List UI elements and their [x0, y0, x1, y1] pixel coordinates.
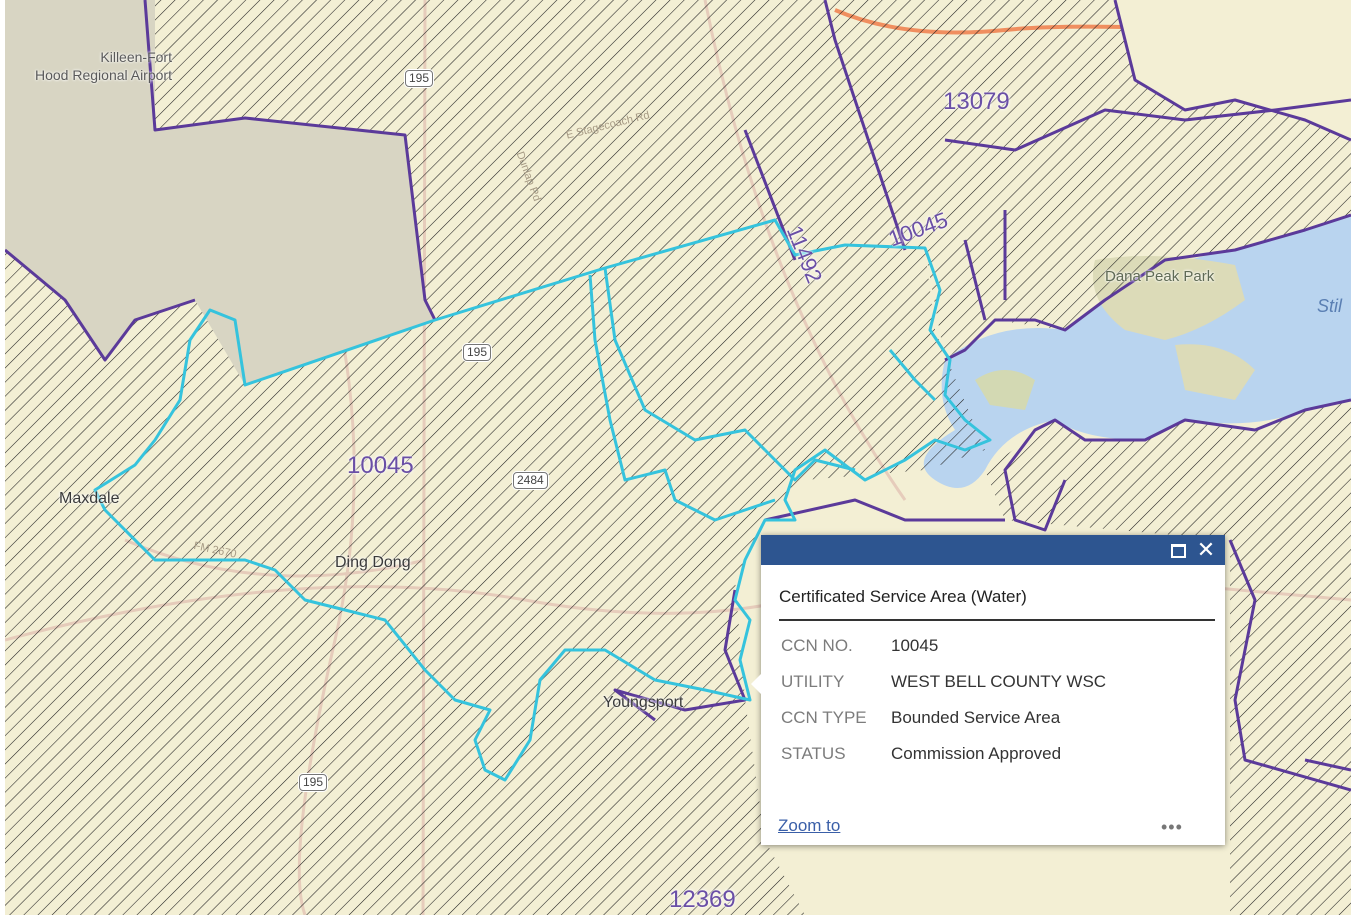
map-canvas[interactable]: [5, 0, 1351, 915]
highway-shield: 195: [299, 774, 328, 791]
feature-popup: ✕ Certificated Service Area (Water) CCN …: [751, 535, 1225, 845]
popup-title: Certificated Service Area (Water): [779, 587, 1215, 621]
popup-pointer: [751, 674, 761, 694]
hatch-overlay-west: [5, 220, 985, 780]
hatch-overlay-south: [5, 470, 805, 915]
park-area-3: [975, 370, 1035, 410]
field-value: WEST BELL COUNTY WSC: [891, 672, 1107, 691]
zoom-to-link[interactable]: Zoom to: [778, 816, 841, 835]
table-row: CCN TYPE Bounded Service Area: [775, 700, 1112, 736]
hatch-overlay-east: [985, 400, 1351, 915]
field-label: STATUS: [781, 744, 846, 763]
highway-shield: 195: [405, 70, 434, 87]
highway-shield: 2484: [513, 472, 548, 489]
hatch-overlay-north: [155, 0, 1351, 360]
ccn-label-10045-west: 10045: [347, 452, 414, 479]
field-label: CCN TYPE: [781, 708, 867, 727]
highway-shield: 195: [463, 344, 492, 361]
place-label-youngsport: Youngsport: [603, 694, 684, 711]
field-label: UTILITY: [781, 672, 845, 691]
park-area-2: [1175, 344, 1255, 400]
lake-water: [923, 215, 1351, 488]
field-label: CCN NO.: [781, 636, 853, 655]
airport-zone: [5, 0, 435, 385]
popup-header: ✕: [761, 535, 1225, 565]
north-east-unhatched: [1115, 0, 1351, 140]
ccn-label-13079: 13079: [943, 88, 1010, 115]
table-row: CCN NO. 10045: [775, 628, 1112, 664]
field-value: 10045: [891, 636, 939, 655]
table-row: STATUS Commission Approved: [775, 736, 1112, 772]
place-label-maxdale: Maxdale: [59, 490, 120, 507]
field-value: Commission Approved: [891, 744, 1062, 763]
selected-service-area: [93, 218, 992, 782]
close-icon[interactable]: ✕: [1196, 537, 1216, 562]
ccn-boundaries: [5, 0, 1351, 792]
ccn-label-12369: 12369: [669, 886, 736, 913]
park-label: Dana Peak Park: [1105, 268, 1215, 285]
lake-label: Stil: [1317, 296, 1343, 316]
maximize-icon[interactable]: [1167, 539, 1189, 561]
more-actions-icon[interactable]: •••: [1161, 817, 1183, 837]
field-value: Bounded Service Area: [891, 708, 1061, 727]
place-label-ding-dong: Ding Dong: [335, 554, 411, 571]
attribute-table: CCN NO. 10045 UTILITY WEST BELL COUNTY W…: [775, 628, 1112, 772]
table-row: UTILITY WEST BELL COUNTY WSC: [775, 664, 1112, 700]
